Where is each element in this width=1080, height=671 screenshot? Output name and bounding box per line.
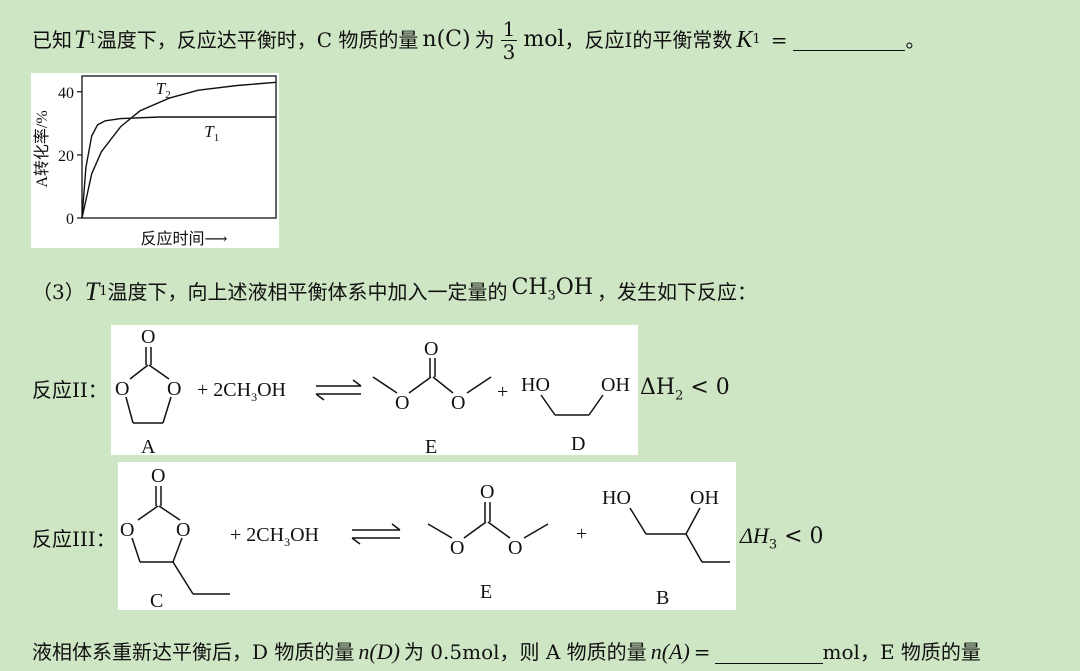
oxygen-label: O [451,392,465,414]
formula-part: OH [555,274,594,300]
series-label-t1: T1 [204,122,219,144]
text: 温度下，反应达平衡时，C 物质的量 [96,28,419,52]
reaction-2-label: 反应II： [32,378,108,402]
text: ，E 物质的量 [859,640,981,664]
temperature-symbol: T [84,277,100,306]
compound-label-b: B [656,587,669,609]
compound-label-a: A [141,436,156,455]
compound-e-structure [372,358,492,394]
subscript: 1 [752,32,761,47]
methanol-reagent: + 2CH3OH [197,379,286,404]
oxygen-label: O [115,378,129,400]
subscript: 1 [99,284,108,299]
reaction-3-panel: O O O C + 2CH3OH O O O E + HO OH B [118,462,736,612]
series-label-t2: T2 [156,79,171,101]
oxygen-label: O [480,481,494,503]
reaction-2-scheme: O O O A + 2CH3OH O O O E + HO OH D [115,326,630,458]
reaction-3-label: 反应III： [32,527,116,551]
delta-h: ΔH [740,523,769,548]
fraction-one-third: 1 3 [500,16,518,64]
subscript: 2 [675,388,684,404]
answer-blank-K1[interactable] [793,30,906,51]
oxygen-label: O [151,465,165,487]
subscript: 1 [88,32,97,47]
series-line-t2 [81,81,277,219]
delta-h: ΔH [640,375,676,400]
compound-b-structure [629,507,730,563]
answer-blank-nA[interactable] [714,643,823,664]
reaction-3-enthalpy: ΔH3 < 0 [740,524,824,557]
formula-nA: n(A) [650,639,690,664]
equilibrium-constant-symbol: K [736,27,753,53]
compound-label-d: D [571,433,585,455]
hydroxyl-label: HO [521,374,550,396]
reaction-2-panel: O O O A + 2CH3OH O O O E + HO OH D [111,325,638,458]
oxygen-label: O [167,378,181,400]
x-axis-label: 反应时间⟶ [141,229,228,248]
oxygen-label: O [141,326,155,348]
text: 。 [905,28,926,52]
oxygen-label: O [120,519,134,541]
y-tick-label: 0 [66,211,74,228]
text: ，反应I的平衡常数 [564,28,733,52]
unit-mol: mol [822,640,860,664]
reaction-3-scheme: O O O C + 2CH3OH O O O E + HO OH B [120,465,730,612]
text: 为 0.5mol，则 A 物质的量 [403,640,647,664]
oxygen-label: O [450,537,464,559]
compound-label-e: E [425,436,437,455]
oxygen-label: O [508,537,522,559]
y-tick-label: 20 [58,148,74,165]
text: ，发生如下反应： [597,280,758,304]
oxygen-label: O [176,519,190,541]
equals-sign: = [693,640,711,664]
subscript: 3 [547,288,556,304]
compound-label-c: C [150,590,163,610]
oxygen-label: O [424,338,438,360]
compound-d-structure [540,394,604,416]
text: 液相体系重新达平衡后，D 物质的量 [32,640,355,664]
text: 为 [474,28,495,52]
equilibrium-arrow [315,379,362,401]
formula-part: CH [511,274,548,300]
inequality: < 0 [784,524,824,549]
plus-sign: + [497,381,508,403]
hydroxyl-label: HO [602,487,631,509]
compound-e-structure [427,502,549,539]
text: 已知 [32,28,72,52]
compound-label-e: E [480,581,492,603]
fraction-numerator: 1 [500,16,518,41]
compound-a-structure [125,347,172,424]
oxygen-label: O [395,392,409,414]
reaction-2-enthalpy: ΔH2 < 0 [640,376,730,408]
temperature-symbol: T [74,25,89,54]
hydroxyl-label: OH [601,374,630,396]
y-axis-label: A转化率/% [33,110,51,187]
part-number: （3） [32,280,85,304]
equilibrium-arrow [351,523,401,545]
compound-c-structure [131,486,230,595]
question-bottom-line: 液相体系重新达平衡后，D 物质的量 n(D) 为 0.5mol，则 A 物质的量… [32,640,981,664]
inequality: < 0 [690,375,730,400]
equals-sign: = [770,28,788,52]
plot-frame [81,75,277,219]
series-line-t1 [81,116,276,219]
formula-nD: n(D) [358,639,400,664]
formula-nC: n(C) [422,27,471,52]
text: 温度下，向上述液相平衡体系中加入一定量的 [107,280,508,304]
subscript: 3 [768,537,778,553]
unit-mol: mol [523,27,565,52]
plus-sign: + [576,523,587,545]
hydroxyl-label: OH [690,487,719,509]
fraction-denominator: 3 [502,39,516,64]
methanol-formula: CH3OH [511,274,594,308]
methanol-reagent: + 2CH3OH [230,524,319,549]
y-tick-label: 40 [58,85,74,102]
